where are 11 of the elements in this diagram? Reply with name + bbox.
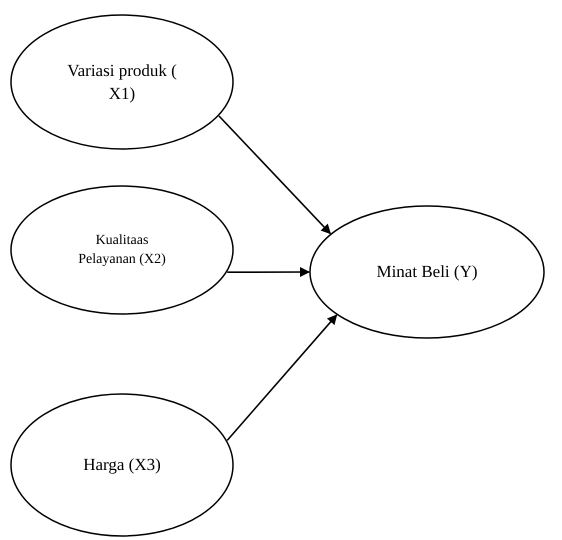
ellipse-node [10,14,234,150]
ellipse-node [10,393,234,537]
ellipse-node [309,205,545,339]
node-label: Kualitaas Pelayanan (X2) [77,232,167,269]
arrow [218,115,332,234]
node-label: Variasi produk ( X1) [66,60,178,105]
node-label: Minat Beli (Y) [376,261,478,284]
arrow [227,267,310,278]
ellipse-node [10,185,234,315]
arrow [226,314,338,441]
node-label: Harga (X3) [83,454,161,476]
